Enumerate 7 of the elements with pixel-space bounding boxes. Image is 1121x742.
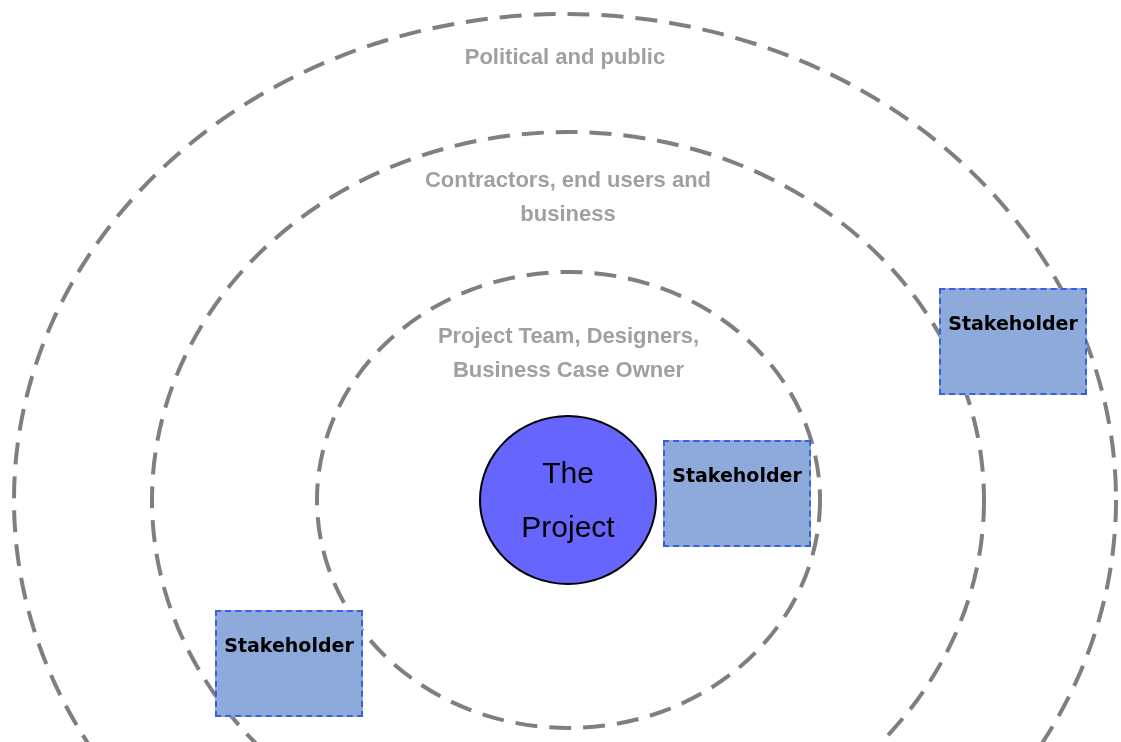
ring-label: Political and public [463, 43, 667, 71]
stakeholder-box: Stakeholder [939, 288, 1087, 395]
ring-label: Contractors, end users and business [423, 166, 713, 228]
project-label: The Project [520, 455, 616, 545]
stakeholder-box: Stakeholder [215, 610, 363, 717]
stakeholder-box: Stakeholder [663, 440, 811, 547]
ring-label: Project Team, Designers, Business Case Owner [436, 322, 701, 384]
